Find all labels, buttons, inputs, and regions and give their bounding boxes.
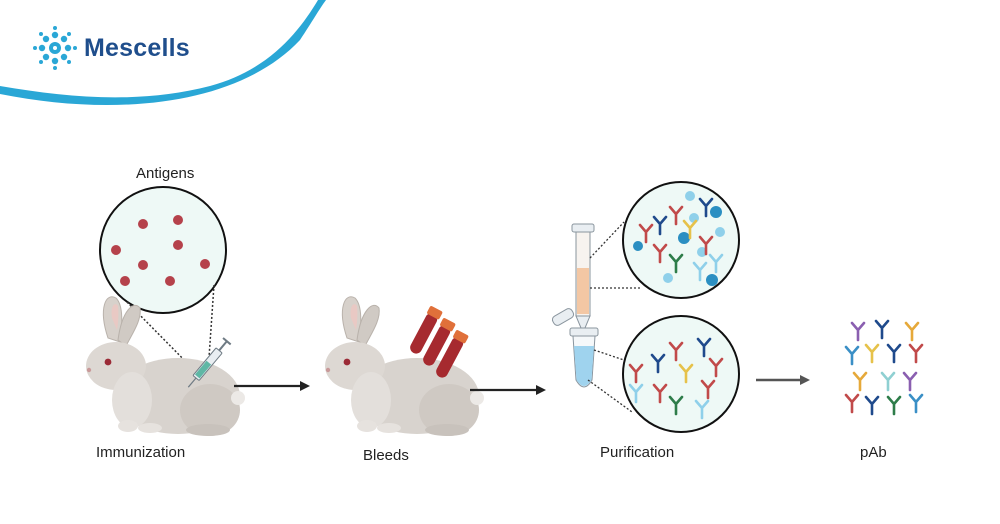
blood-tubes-icon [410,306,469,378]
beads-and-antibodies-top [633,191,725,286]
purification-column-icon [571,223,595,329]
purification-label: Purification [600,444,675,461]
header-swoosh [0,0,326,106]
antigen-dots [111,215,210,286]
arrow-1-icon [234,381,310,391]
cell-cluster-logo-icon [33,26,77,70]
rabbit-bleeds-icon [324,296,485,437]
collection-tube-icon [551,308,599,388]
rabbit-immunization-icon [85,296,246,437]
antigens-label: Antigens [136,165,195,182]
arrow-3-icon [756,375,810,385]
bleeds-label: Bleeds [363,447,409,464]
syringe-icon [187,337,232,388]
polyclonal-antibodies-icon [844,319,924,416]
brand-name: Mescells [84,34,190,62]
arrow-2-icon [470,385,546,395]
immunization-label: Immunization [96,444,186,461]
tube-magnifier-circle [622,315,740,433]
pab-label: pAb [860,444,887,461]
antigen-magnifier-circle [99,186,227,314]
